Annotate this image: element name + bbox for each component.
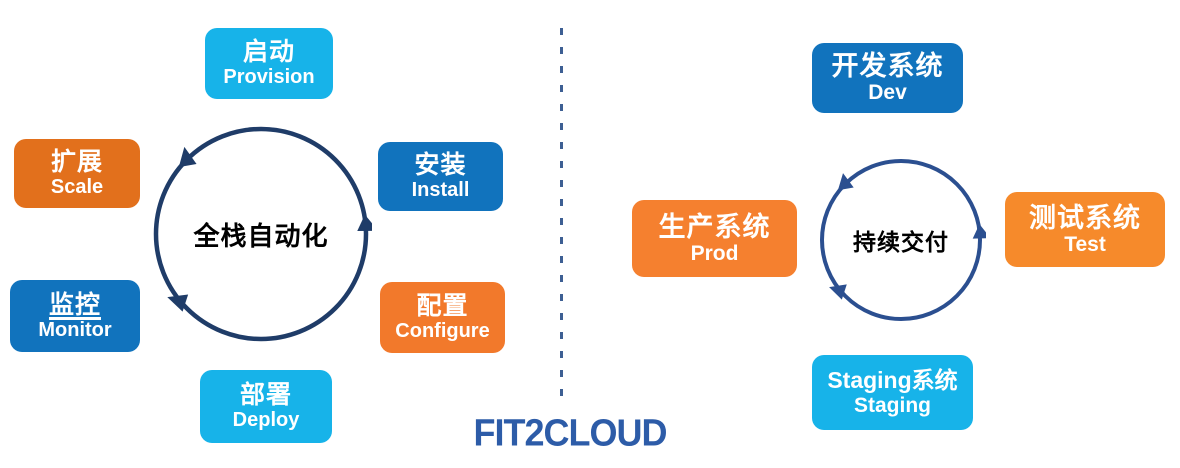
node-dev: 开发系统 Dev (812, 43, 963, 113)
node-prod-en-label: Prod (690, 241, 739, 265)
node-install: 安装 Install (378, 142, 503, 211)
node-prod-zh-label: 生产系统 (658, 211, 771, 242)
node-configure-en-label: Configure (395, 320, 490, 343)
node-configure-zh-label: 配置 (416, 292, 469, 321)
node-install-en-label: Install (411, 179, 470, 202)
node-staging-zh-label: Staging系统 (827, 366, 958, 393)
node-monitor-zh-label: 监控 (48, 290, 101, 319)
node-provision-en-label: Provision (223, 66, 315, 89)
arrowhead-icon (357, 214, 372, 231)
node-test: 测试系统 Test (1005, 192, 1165, 267)
node-provision: 启动 Provision (205, 28, 333, 99)
section-divider (560, 28, 563, 398)
node-test-zh-label: 测试系统 (1029, 202, 1141, 233)
cycle-ring (820, 159, 982, 321)
node-configure: 配置 Configure (380, 282, 505, 353)
node-deploy-en-label: Deploy (232, 409, 300, 432)
cycle-ring (153, 126, 369, 342)
node-install-zh-label: 安装 (414, 151, 467, 180)
arrowhead-icon (178, 146, 197, 168)
node-dev-zh-label: 开发系统 (831, 51, 944, 82)
node-scale: 扩展 Scale (14, 139, 140, 208)
node-scale-zh-label: 扩展 (50, 148, 103, 177)
node-dev-en-label: Dev (868, 81, 907, 105)
node-test-en-label: Test (1064, 232, 1106, 256)
node-monitor: 监控 Monitor (10, 280, 140, 352)
automation-cycle-circle (153, 126, 372, 342)
arrowhead-icon (167, 294, 189, 312)
fit2cloud-logo: FIT2CLOUD (473, 410, 668, 454)
arrowhead-icon (829, 284, 847, 300)
arrowhead-icon (972, 224, 986, 239)
node-prod: 生产系统 Prod (632, 200, 797, 277)
node-scale-en-label: Scale (50, 176, 104, 199)
node-deploy: 部署 Deploy (200, 370, 332, 443)
node-staging: Staging系统 Staging (812, 355, 973, 430)
node-staging-en-label: Staging (854, 393, 931, 417)
delivery-cycle-circle (820, 159, 986, 321)
arrowhead-icon (837, 173, 854, 191)
node-deploy-zh-label: 部署 (239, 381, 292, 410)
node-provision-zh-label: 启动 (242, 38, 295, 67)
node-monitor-en-label: Monitor (38, 318, 112, 341)
